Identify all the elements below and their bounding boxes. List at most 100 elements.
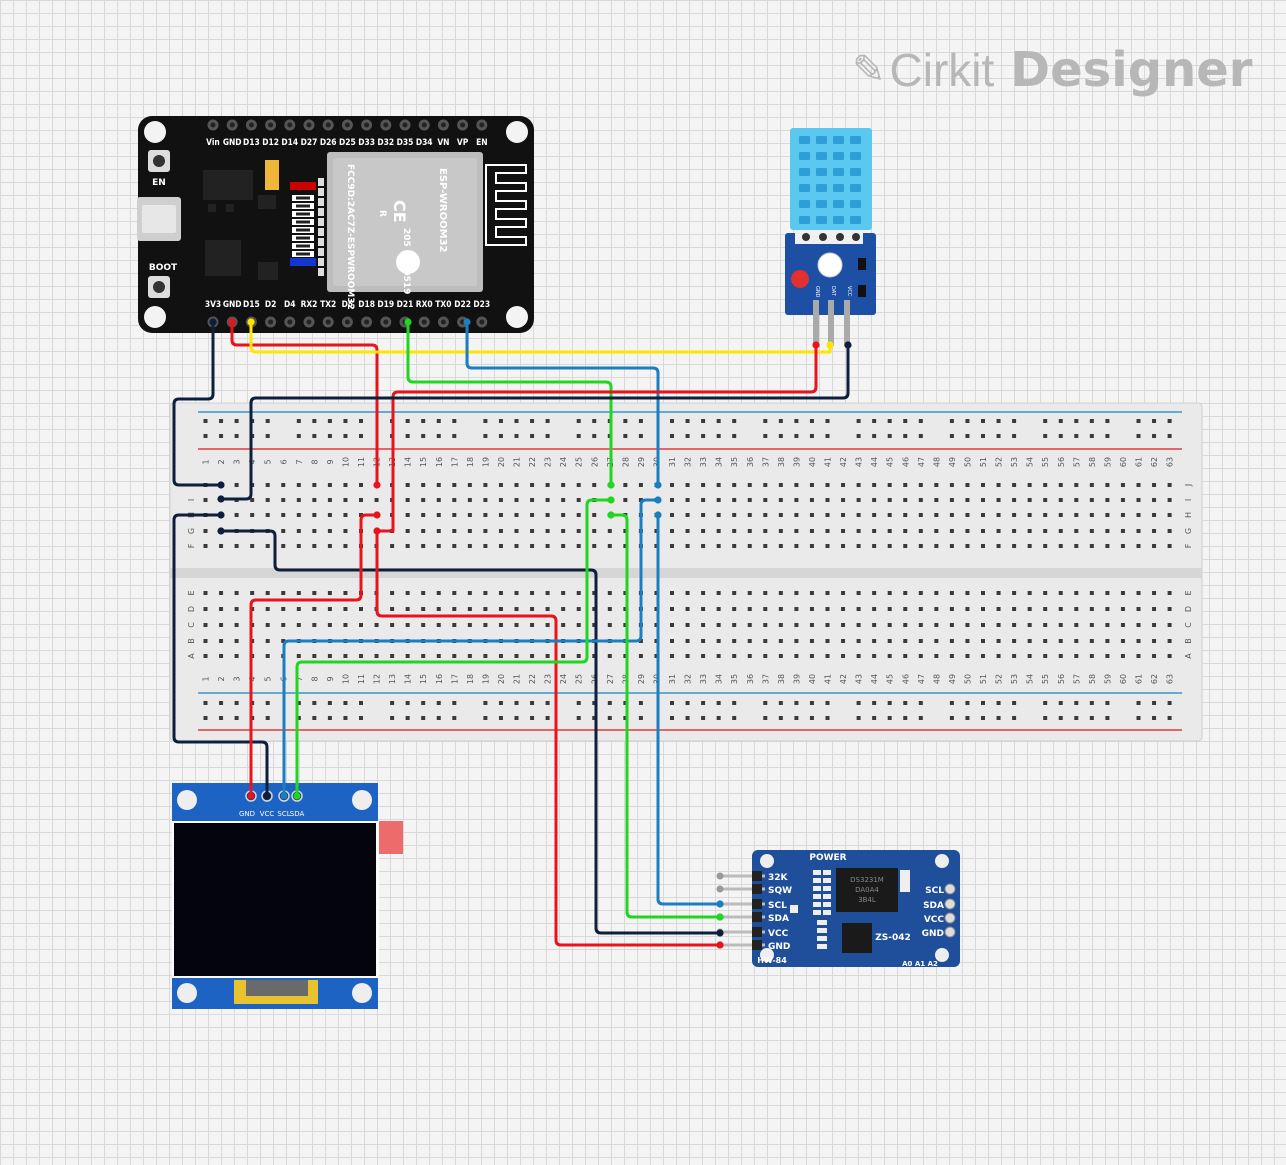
breadboard-hole[interactable] <box>483 513 488 517</box>
breadboard-hole[interactable] <box>1120 639 1125 643</box>
breadboard-hole[interactable] <box>1152 529 1157 533</box>
rail-hole[interactable] <box>296 701 301 705</box>
breadboard-hole[interactable] <box>1043 529 1048 533</box>
rail-hole[interactable] <box>1043 701 1048 705</box>
breadboard-hole[interactable] <box>296 654 301 658</box>
breadboard-hole[interactable] <box>1043 654 1048 658</box>
rail-hole[interactable] <box>856 434 861 438</box>
wire-breadboard-to-rtc-scl[interactable] <box>656 513 722 906</box>
breadboard-hole[interactable] <box>1012 623 1017 627</box>
breadboard-hole[interactable] <box>778 623 783 627</box>
rail-hole[interactable] <box>343 716 348 720</box>
breadboard-hole[interactable] <box>1167 529 1172 533</box>
breadboard-hole[interactable] <box>405 483 410 487</box>
breadboard-hole[interactable] <box>1167 483 1172 487</box>
breadboard-hole[interactable] <box>530 591 535 595</box>
breadboard-hole[interactable] <box>965 529 970 533</box>
breadboard-hole[interactable] <box>296 623 301 627</box>
breadboard-hole[interactable] <box>949 483 954 487</box>
rail-hole[interactable] <box>623 716 628 720</box>
rail-hole[interactable] <box>203 701 208 705</box>
breadboard-hole[interactable] <box>747 529 752 533</box>
rail-hole[interactable] <box>592 701 597 705</box>
rail-hole[interactable] <box>607 701 612 705</box>
rail-hole[interactable] <box>732 434 737 438</box>
breadboard-hole[interactable] <box>1058 654 1063 658</box>
breadboard-hole[interactable] <box>1120 529 1125 533</box>
breadboard-hole[interactable] <box>778 639 783 643</box>
breadboard-hole[interactable] <box>996 654 1001 658</box>
breadboard-hole[interactable] <box>327 529 332 533</box>
breadboard-hole[interactable] <box>623 498 628 502</box>
breadboard-hole[interactable] <box>467 544 472 548</box>
breadboard-hole[interactable] <box>949 544 954 548</box>
wire-esp-3v3-to-rail[interactable] <box>172 320 223 487</box>
breadboard-hole[interactable] <box>203 623 208 627</box>
wire-breadboard-to-oled-sda[interactable] <box>295 498 613 798</box>
rail-hole[interactable] <box>312 716 317 720</box>
breadboard-hole[interactable] <box>794 513 799 517</box>
breadboard-hole[interactable] <box>343 623 348 627</box>
breadboard-hole[interactable] <box>296 513 301 517</box>
breadboard-hole[interactable] <box>203 498 208 502</box>
breadboard-hole[interactable] <box>701 544 706 548</box>
breadboard-hole[interactable] <box>312 607 317 611</box>
breadboard-hole[interactable] <box>421 591 426 595</box>
breadboard-hole[interactable] <box>949 639 954 643</box>
rail-hole[interactable] <box>405 434 410 438</box>
breadboard-hole[interactable] <box>203 607 208 611</box>
breadboard-hole[interactable] <box>887 483 892 487</box>
breadboard-hole[interactable] <box>701 623 706 627</box>
breadboard-hole[interactable] <box>281 639 286 643</box>
rail-hole[interactable] <box>903 701 908 705</box>
rail-hole[interactable] <box>530 716 535 720</box>
breadboard-hole[interactable] <box>390 544 395 548</box>
rail-hole[interactable] <box>918 701 923 705</box>
breadboard-hole[interactable] <box>747 513 752 517</box>
breadboard-hole[interactable] <box>1074 513 1079 517</box>
breadboard-hole[interactable] <box>654 654 659 658</box>
breadboard-hole[interactable] <box>436 529 441 533</box>
breadboard-hole[interactable] <box>763 483 768 487</box>
breadboard-hole[interactable] <box>1136 498 1141 502</box>
wire-dht-vcc-to-breadboard[interactable] <box>219 343 850 501</box>
breadboard-hole[interactable] <box>778 544 783 548</box>
rail-hole[interactable] <box>530 434 535 438</box>
rail-hole[interactable] <box>638 419 643 423</box>
dht11-sensor[interactable]: GND DAT VCC <box>785 128 876 346</box>
breadboard-hole[interactable] <box>1058 483 1063 487</box>
breadboard-hole[interactable] <box>887 513 892 517</box>
rail-hole[interactable] <box>219 434 224 438</box>
rail-hole[interactable] <box>592 716 597 720</box>
breadboard-hole[interactable] <box>467 529 472 533</box>
rail-hole[interactable] <box>327 716 332 720</box>
breadboard-hole[interactable] <box>1105 607 1110 611</box>
breadboard-hole[interactable] <box>203 529 208 533</box>
breadboard-hole[interactable] <box>1136 591 1141 595</box>
breadboard-hole[interactable] <box>747 544 752 548</box>
breadboard-hole[interactable] <box>918 591 923 595</box>
breadboard-hole[interactable] <box>825 529 830 533</box>
breadboard-hole[interactable] <box>498 544 503 548</box>
breadboard-hole[interactable] <box>732 607 737 611</box>
rail-hole[interactable] <box>203 716 208 720</box>
breadboard-hole[interactable] <box>359 483 363 487</box>
breadboard-hole[interactable] <box>1167 639 1172 643</box>
rail-hole[interactable] <box>701 701 706 705</box>
breadboard-hole[interactable] <box>856 483 861 487</box>
breadboard-hole[interactable] <box>1012 529 1017 533</box>
breadboard-hole[interactable] <box>887 654 892 658</box>
rail-hole[interactable] <box>1074 434 1079 438</box>
breadboard-hole[interactable] <box>981 498 985 502</box>
breadboard-hole[interactable] <box>498 607 503 611</box>
breadboard-hole[interactable] <box>545 498 550 502</box>
breadboard-hole[interactable] <box>1027 654 1032 658</box>
breadboard-hole[interactable] <box>265 607 270 611</box>
breadboard-hole[interactable] <box>732 513 737 517</box>
breadboard-hole[interactable] <box>1074 654 1079 658</box>
breadboard-hole[interactable] <box>530 483 535 487</box>
breadboard-hole[interactable] <box>903 591 908 595</box>
breadboard-hole[interactable] <box>623 483 628 487</box>
breadboard-hole[interactable] <box>903 529 908 533</box>
rail-hole[interactable] <box>856 419 861 423</box>
